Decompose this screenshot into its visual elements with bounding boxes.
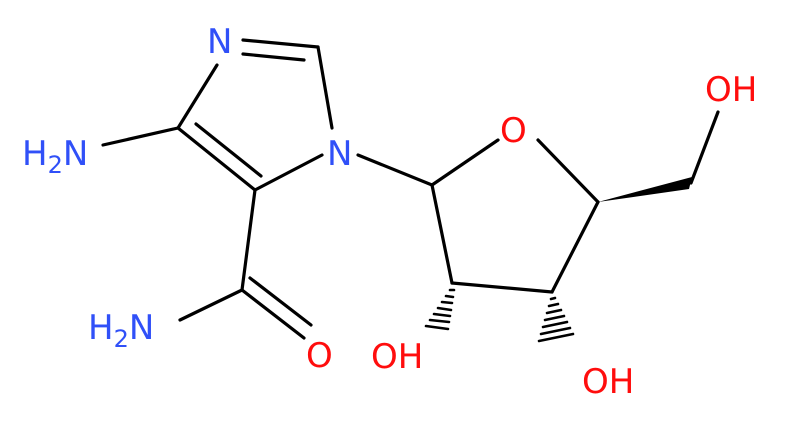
ribose-ring	[430, 138, 600, 294]
bond-c4-c5-double	[194, 122, 263, 178]
atom-oh-c5p: OH	[705, 70, 757, 110]
bond-c2p-c1p	[430, 183, 454, 285]
amine-label: H2N	[22, 134, 88, 179]
bond-n1-c2	[316, 45, 334, 130]
bond-c2-n3-double	[241, 52, 306, 62]
bond-c3p-c2p	[450, 281, 554, 294]
bond-c4-nh2	[101, 126, 180, 147]
atom-n1: N	[327, 134, 352, 174]
bond-c1p-o4p	[430, 138, 500, 187]
amine-subscript: 2	[48, 151, 63, 179]
hash-c2p-oh	[424, 288, 456, 331]
bond-c5p-oh	[689, 110, 720, 185]
bond-o4p-c4p	[536, 138, 600, 204]
bond-n3-c4	[176, 63, 219, 130]
amide-nh2-label: H2N	[88, 308, 154, 353]
bond-c5-n1	[253, 153, 324, 192]
hash-c3p-oh	[537, 296, 575, 343]
bond-n1-c1prime	[356, 153, 434, 187]
atom-oh-c2p: OH	[371, 337, 423, 377]
amine-n: N	[63, 134, 88, 174]
imidazole-ring	[176, 38, 334, 192]
bond-c4p-c3p	[550, 200, 600, 294]
atom-n3: N	[207, 22, 232, 62]
atom-ring-o: O	[500, 111, 527, 151]
bond-amide-c-o	[240, 288, 306, 340]
atom-oh-c3p: OH	[582, 362, 634, 402]
bond-c2-n3	[241, 38, 320, 49]
wedge-c4p-c5p	[598, 177, 692, 202]
bond-c4-c5	[176, 126, 257, 192]
amine-h: H	[22, 134, 48, 174]
bond-amide-c-o-double	[248, 276, 313, 327]
amide-h: H	[88, 308, 114, 348]
amide-n: N	[129, 308, 154, 348]
bond-c5-amide-c	[240, 188, 257, 292]
atom-amide-o: O	[306, 336, 333, 376]
amide-subscript: 2	[114, 325, 129, 353]
bond-amide-c-nh2	[178, 288, 244, 322]
